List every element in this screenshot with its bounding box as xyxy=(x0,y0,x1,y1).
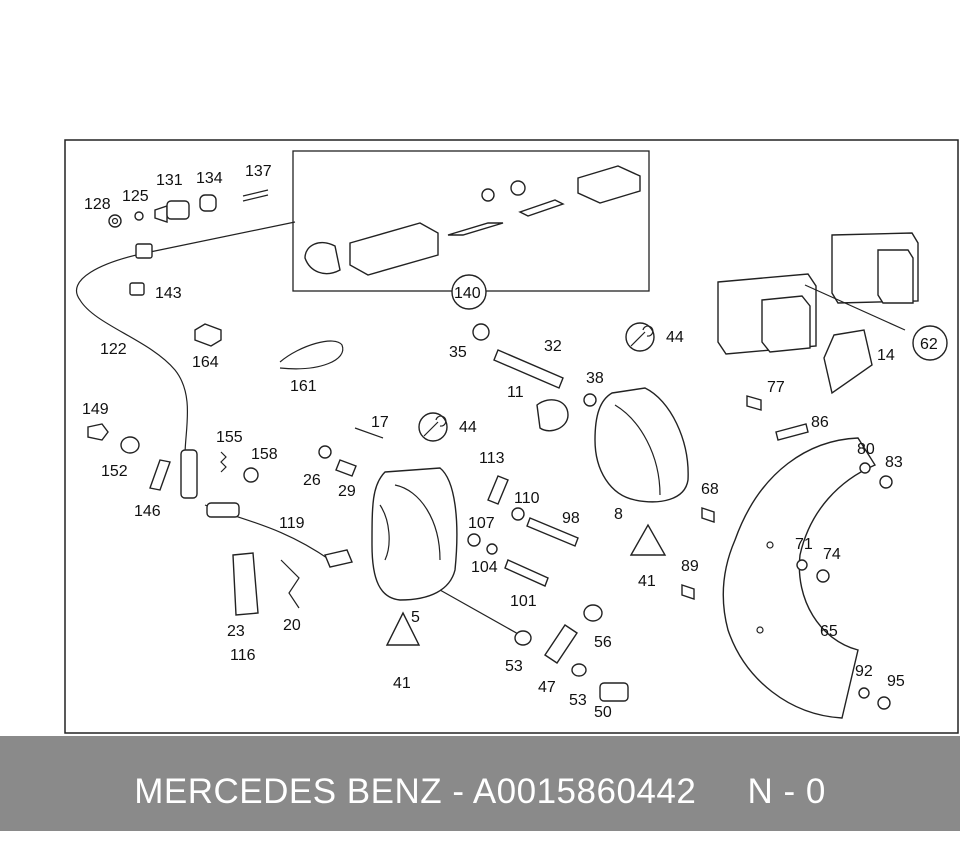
callout-128: 128 xyxy=(84,196,111,213)
callout-92: 92 xyxy=(855,663,873,680)
callout-26: 26 xyxy=(303,472,321,489)
callout-83: 83 xyxy=(885,454,903,471)
callout-119: 119 xyxy=(279,515,305,532)
callout-35: 35 xyxy=(449,344,467,361)
callout-74: 74 xyxy=(823,546,841,563)
callout-62: 62 xyxy=(920,336,938,353)
callout-47: 47 xyxy=(538,679,556,696)
callout-labels: 128 125 131 134 137 143 122 164 161 140 … xyxy=(82,163,938,721)
callout-41-a: 41 xyxy=(393,675,411,692)
callout-161: 161 xyxy=(290,378,317,395)
callout-101: 101 xyxy=(510,593,537,610)
callout-95: 95 xyxy=(887,673,905,690)
dust-shield xyxy=(722,437,893,719)
callout-65: 65 xyxy=(820,623,838,640)
callout-116: 116 xyxy=(230,647,256,664)
callout-80: 80 xyxy=(857,441,875,458)
callout-68: 68 xyxy=(701,481,719,498)
callout-158: 158 xyxy=(251,446,278,463)
callout-32: 32 xyxy=(544,338,562,355)
wrench-icon-a xyxy=(418,412,448,442)
callout-104: 104 xyxy=(471,559,498,576)
exploded-parts-diagram: 128 125 131 134 137 143 122 164 161 140 … xyxy=(64,139,959,734)
footer-part-number: A0015860442 xyxy=(472,772,697,811)
callout-107: 107 xyxy=(468,515,495,532)
callout-164: 164 xyxy=(192,354,219,371)
callout-41-b: 41 xyxy=(638,573,656,590)
callout-11: 11 xyxy=(507,384,524,401)
callout-125: 125 xyxy=(122,188,149,205)
wrench-icon-b xyxy=(625,322,655,352)
callout-71: 71 xyxy=(795,536,813,553)
caliper-left xyxy=(318,427,629,702)
callout-140-circle xyxy=(451,274,487,310)
callout-29: 29 xyxy=(338,483,356,500)
callout-23: 23 xyxy=(227,623,245,640)
watermark-footer: MERCEDES BENZ - A0015860442 N - 0 xyxy=(0,736,960,831)
footer-suffix: N - 0 xyxy=(747,772,826,811)
footer-brand: MERCEDES BENZ xyxy=(134,772,443,811)
callout-56: 56 xyxy=(594,634,612,651)
brake-pads xyxy=(717,232,919,395)
callout-122: 122 xyxy=(100,341,127,358)
callout-62-circle xyxy=(912,325,948,361)
callout-53-a: 53 xyxy=(505,658,523,675)
callout-113: 113 xyxy=(479,450,505,467)
wear-sensor-group xyxy=(87,423,353,616)
diagram-frame xyxy=(64,139,959,734)
connector-kit-parts xyxy=(304,165,641,276)
part-number-caption: MERCEDES BENZ - A0015860442 N - 0 xyxy=(0,736,960,831)
callout-5: 5 xyxy=(411,609,420,626)
callout-20: 20 xyxy=(283,617,301,634)
callout-53-b: 53 xyxy=(569,692,587,709)
callout-149: 149 xyxy=(82,401,109,418)
callout-143: 143 xyxy=(155,285,182,302)
callout-89: 89 xyxy=(681,558,699,575)
callout-8: 8 xyxy=(614,506,623,523)
callout-14: 14 xyxy=(877,347,895,364)
callout-110: 110 xyxy=(514,490,540,507)
callout-38: 38 xyxy=(586,370,604,387)
callout-77: 77 xyxy=(767,379,785,396)
callout-140: 140 xyxy=(454,285,481,302)
callout-137: 137 xyxy=(245,163,272,180)
callout-86: 86 xyxy=(811,414,829,431)
callout-44-a: 44 xyxy=(459,419,477,436)
callout-131: 131 xyxy=(156,172,183,189)
callout-152: 152 xyxy=(101,463,128,480)
sensor-cable-group xyxy=(75,189,344,456)
callout-98: 98 xyxy=(562,510,580,527)
footer-separator: - xyxy=(452,772,465,811)
callout-50: 50 xyxy=(594,704,612,721)
callout-155: 155 xyxy=(216,429,243,446)
callout-44-b: 44 xyxy=(666,329,684,346)
callout-17: 17 xyxy=(371,414,389,431)
caliper-right xyxy=(472,323,809,600)
callout-134: 134 xyxy=(196,170,223,187)
callout-146: 146 xyxy=(134,503,161,520)
